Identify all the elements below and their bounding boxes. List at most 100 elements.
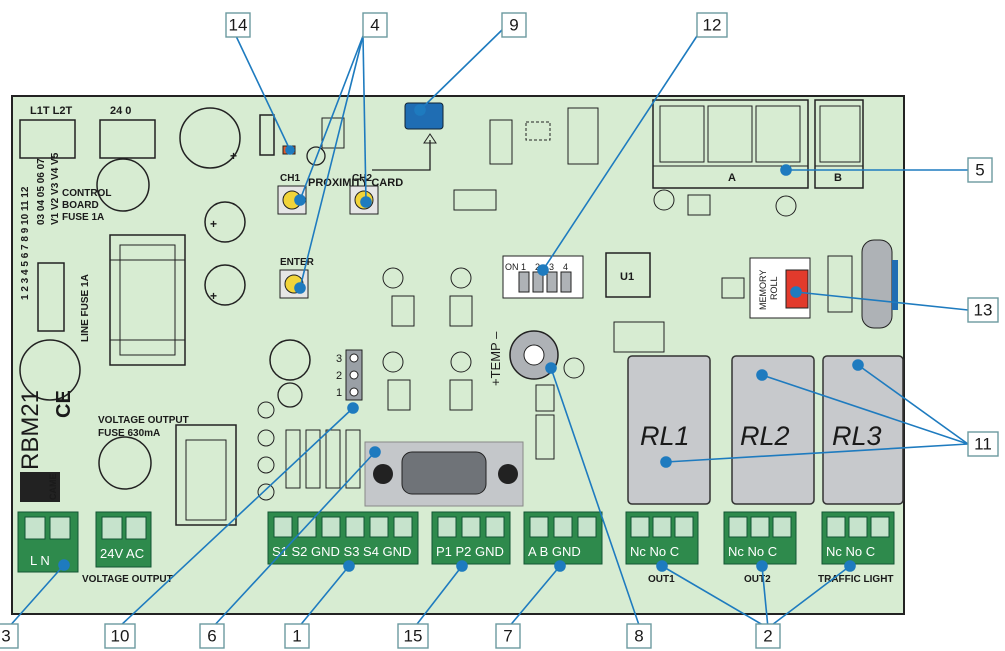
label-voltage-fuse-1: VOLTAGE OUTPUT (98, 415, 189, 426)
label-control-2: BOARD (62, 200, 99, 211)
memory-label-1: MEMORY (758, 270, 768, 310)
callout-3: 3 (0, 623, 19, 649)
label-temp: +TEMP – (488, 331, 503, 386)
svg-text:+: + (230, 149, 237, 163)
svg-text:Nc No C: Nc No C (728, 544, 777, 559)
relay-rl2: RL2 (731, 355, 815, 505)
pin-numbers-1: 1 2 3 4 5 6 7 8 9 10 11 12 (20, 186, 31, 300)
callout-13: 13 (967, 297, 999, 323)
dip-on-label: ON (505, 262, 519, 272)
fuse-24v (99, 119, 156, 159)
callout-7: 7 (495, 623, 521, 649)
svg-text:RL1: RL1 (640, 421, 690, 451)
svg-text:S1 S2 GND S3 S4 GND: S1 S2 GND S3 S4 GND (272, 544, 411, 559)
dip-num-2: 2 (535, 262, 540, 272)
label-l1t-l2t: L1T L2T (30, 105, 72, 117)
callout-4: 4 (362, 12, 388, 38)
svg-text:24V AC: 24V AC (100, 546, 144, 561)
callout-2: 2 (755, 623, 781, 649)
terminal-out2[interactable]: Nc No C (723, 511, 797, 565)
svg-text:6: 6 (207, 627, 216, 646)
dip-switch[interactable] (502, 255, 584, 299)
dip-num-4: 4 (563, 262, 568, 272)
svg-text:RL2: RL2 (740, 421, 790, 451)
label-ch2: CH2 (352, 173, 372, 184)
label-display-b: B (834, 172, 842, 184)
terminal-bus[interactable]: A B GND (523, 511, 603, 565)
terminal-out1[interactable]: Nc No C (625, 511, 699, 565)
terminal-prog[interactable]: P1 P2 GND (431, 511, 511, 565)
pin-numbers-3: V1 V2 V3 V4 V5 (50, 152, 61, 225)
ce-mark: CE (53, 390, 75, 418)
resistor-top (259, 114, 275, 156)
svg-text:12: 12 (703, 16, 722, 35)
transformer (109, 234, 186, 366)
svg-text:RL3: RL3 (832, 421, 882, 451)
svg-text:A B GND: A B GND (528, 544, 581, 559)
svg-text:8: 8 (634, 627, 643, 646)
label-power-output: VOLTAGE OUTPUT (82, 574, 173, 585)
model-label: RBM21 (17, 390, 44, 470)
brand-logo: CAME (48, 474, 58, 501)
line-fuse (37, 262, 65, 332)
svg-text:3: 3 (1, 627, 10, 646)
chip-u1 (605, 252, 651, 298)
svg-text:Nc No C: Nc No C (630, 544, 679, 559)
label-line-fuse: LINE FUSE 1A (80, 274, 91, 342)
label-control-3: FUSE 1A (62, 212, 104, 223)
label-u1: U1 (620, 271, 634, 283)
fuse-l1t (19, 119, 76, 159)
zener-row (257, 401, 361, 501)
callout-6: 6 (199, 623, 225, 649)
leader-lines (7, 29, 969, 629)
jumper-num-3: 3 (336, 353, 342, 365)
terminal-out3[interactable]: Nc No C (821, 511, 895, 565)
capacitor-2 (96, 158, 150, 212)
pin-numbers-2: 03 04 05 06 07 (36, 158, 47, 225)
dip-num-3: 3 (549, 262, 554, 272)
callout-1: 1 (284, 623, 310, 649)
svg-text:9: 9 (509, 16, 518, 35)
jumper-num-2: 2 (336, 370, 342, 382)
svg-text:+: + (210, 289, 217, 303)
svg-text:L N: L N (30, 553, 50, 568)
memory-label-2: ROLL (769, 276, 779, 300)
label-traffic-light: TRAFFIC LIGHT (818, 574, 894, 585)
relay-rl3: RL3 (822, 355, 904, 505)
svg-text:15: 15 (404, 627, 423, 646)
callout-15: 15 (397, 623, 429, 649)
svg-text:5: 5 (975, 161, 984, 180)
svg-text:14: 14 (229, 16, 248, 35)
capacitor-big (179, 107, 241, 169)
svg-text:P1 P2 GND: P1 P2 GND (436, 544, 504, 559)
svg-text:1: 1 (292, 627, 301, 646)
jumper-header: 3 2 1 (336, 349, 363, 401)
callout-8: 8 (626, 623, 652, 649)
label-control-1: CONTROL (62, 188, 111, 199)
svg-text:2: 2 (763, 627, 772, 646)
svg-text:10: 10 (111, 627, 130, 646)
terminal-inputs[interactable]: S1 S2 GND S3 S4 GND (267, 511, 419, 565)
svg-text:11: 11 (974, 435, 992, 454)
callout-12: 12 (696, 12, 728, 38)
callout-11: 11 (967, 431, 999, 457)
label-ch1: CH1 (280, 173, 300, 184)
svg-text:Nc No C: Nc No C (826, 544, 875, 559)
label-proximity-card: PROXIMITY CARD (308, 177, 403, 189)
svg-text:13: 13 (974, 301, 993, 320)
fuse-holder (861, 239, 893, 329)
came-logo (20, 472, 60, 502)
terminal-power[interactable]: L N (17, 511, 79, 573)
label-enter: ENTER (280, 257, 315, 268)
callout-9: 9 (501, 12, 527, 38)
svg-text:7: 7 (503, 627, 512, 646)
terminal-24vac[interactable]: 24V AC (95, 511, 152, 568)
callout-5: 5 (967, 157, 993, 183)
label-out2: OUT2 (744, 574, 771, 585)
label-voltage-fuse-2: FUSE 630mA (98, 428, 160, 439)
callout-14: 14 (225, 12, 251, 38)
label-out1: OUT1 (648, 574, 675, 585)
jumper-num-1: 1 (336, 387, 342, 399)
